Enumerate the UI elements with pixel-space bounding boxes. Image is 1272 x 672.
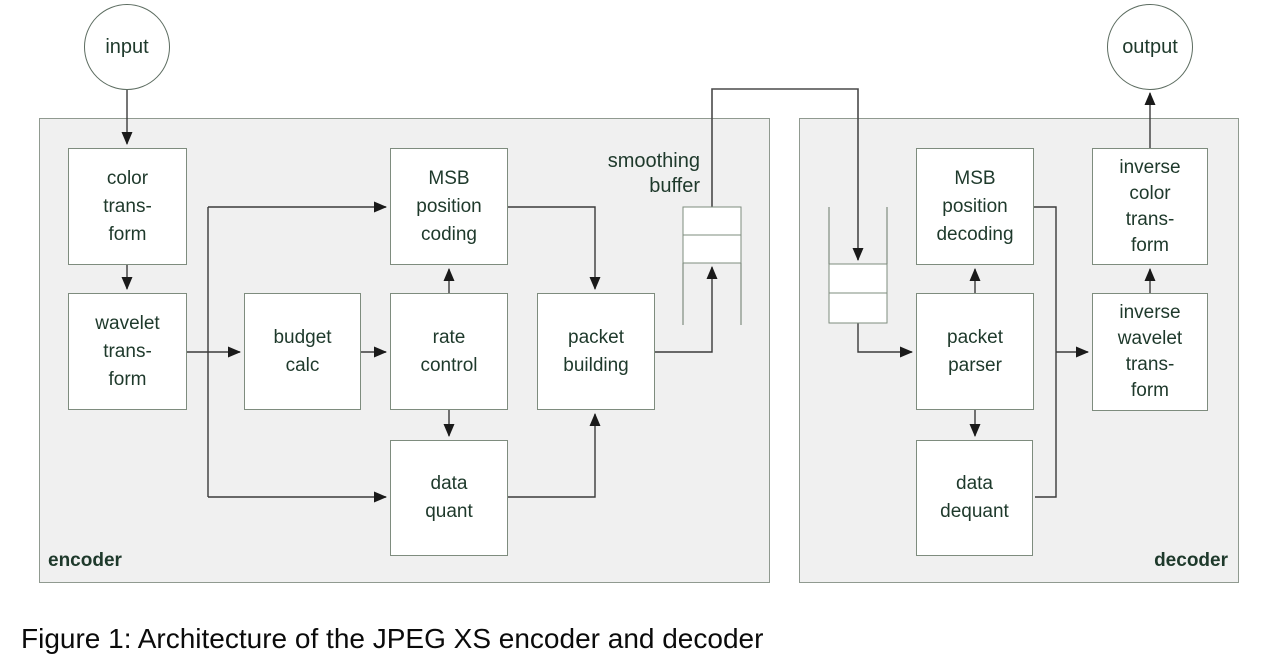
decoder-panel-label: decoder [1154,550,1228,571]
smoothing-buffer-label: smoothing buffer [607,150,700,197]
decoder-arrows [857,92,1156,498]
box-data-dequant: data dequant [916,440,1033,556]
arrow-buffer-to-decoder-buffer [711,88,864,261]
box-data-quant: data quant [390,440,508,556]
output-terminal: output [1107,4,1193,90]
box-inverse-color-transform: inverse color trans- form [1092,148,1208,265]
arrow-buffer-to-packet-parser [857,323,913,358]
box-color-transform: color trans- form [68,148,187,265]
arrow-packet-building-to-buffer [655,266,718,353]
input-terminal-label: input [105,35,149,58]
box-msb-position-coding: MSB position coding [390,148,508,265]
box-rate-control: rate control [390,293,508,410]
box-wavelet-transform: wavelet trans- form [68,293,187,410]
box-packet-parser: packet parser [916,293,1034,410]
inter-codec-link [711,88,864,261]
input-terminal: input [84,4,170,90]
arrow-data-quant-to-packet-building [508,413,601,498]
box-packet-building: packet building [537,293,655,410]
box-budget-calc: budget calc [244,293,361,410]
figure-caption: Figure 1: Architecture of the JPEG XS en… [21,623,764,654]
smoothing-buffer-fifo [682,206,742,325]
encoder-arrows [121,89,718,503]
line-msb-decoding-dequant-join [1034,206,1057,498]
box-msb-position-decoding: MSB position decoding [916,148,1034,265]
box-inverse-wavelet-transform: inverse wavelet trans- form [1092,293,1208,411]
arrow-msb-coding-to-packet-building [508,206,601,290]
decoder-buffer-fifo [828,207,888,324]
encoder-panel-label: encoder [48,550,122,571]
output-terminal-label: output [1122,35,1178,58]
